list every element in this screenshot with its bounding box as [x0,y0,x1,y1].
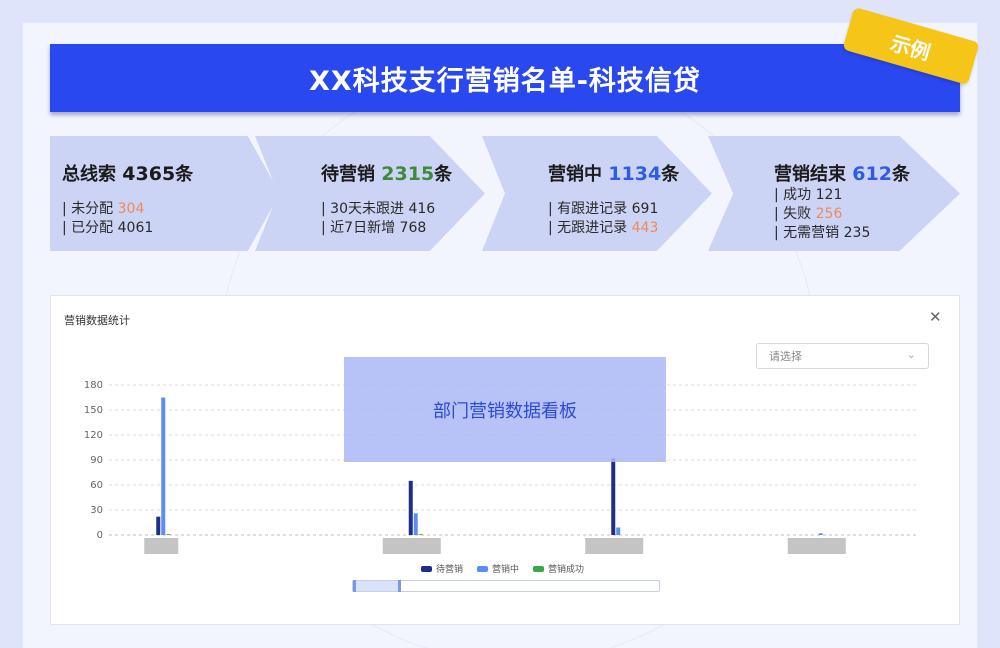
legend-swatch [421,565,432,572]
detail-line: | 已分配 4061 [62,220,154,236]
page-banner: XX科技支行营销名单-科技信贷 [50,44,960,112]
x-category-label [787,538,846,554]
detail-line: | 无跟进记录 443 [548,220,659,236]
dashboard-overlay: 部门营销数据看板 [344,357,666,462]
y-tick-label: 120 [84,430,103,441]
stage-title: 总线索 4365条 [62,163,194,185]
bar-0-2 [611,458,616,535]
stage-total-leads[interactable]: 总线索 4365条 | 未分配 304 | 已分配 4061 [50,136,280,251]
y-tick-label: 30 [90,505,103,516]
bar-0-0 [156,516,161,535]
bar-chart: 0 30 60 90 120 150 180 [84,380,919,554]
legend-item[interactable]: 营销成功 [533,562,584,575]
stage-details: | 未分配 304 | 已分配 4061 [62,200,153,238]
detail-line: | 未分配 304 [62,201,145,217]
slider-handle-right[interactable] [398,580,401,592]
bar-1-0 [161,397,166,535]
detail-line: | 失败 256 [774,206,843,222]
legend-item[interactable]: 待营销 [421,562,463,575]
stage-count: 1134 [608,163,662,185]
slider-range [353,581,401,591]
page-title: XX科技支行营销名单-科技信贷 [309,65,701,97]
chart-legend: 待营销 营销中 营销成功 [421,562,584,575]
y-tick-label: 60 [90,480,103,491]
stage-count: 612 [852,163,892,185]
overlay-label: 部门营销数据看板 [433,400,577,422]
stage-title: 待营销 2315条 [321,163,453,185]
legend-label: 营销中 [492,565,520,575]
legend-label: 营销成功 [548,565,585,575]
bar-2-0 [166,534,171,535]
stage-finished[interactable]: 营销结束 612条 | 成功 121 | 失败 256 | 无需营销 235 [708,136,960,251]
y-tick-label: 180 [84,380,103,391]
stage-details: | 成功 121 | 失败 256 | 无需营销 235 [774,186,870,243]
bar-1-1 [413,513,418,535]
y-tick-label: 0 [97,530,103,541]
stage-title: 营销结束 612条 [774,163,910,185]
stage-details: | 30天未跟进 416 | 近7日新增 768 [321,200,435,238]
bar-2-1 [418,534,423,535]
stage-pending[interactable]: 待营销 2315条 | 30天未跟进 416 | 近7日新增 768 [255,136,485,251]
data-zoom-slider[interactable] [352,580,660,592]
detail-line: | 30天未跟进 416 [321,201,436,217]
legend-label: 待营销 [436,565,464,575]
marketing-stats-panel: 营销数据统计 ✕ 请选择 ⌄ 0 30 60 90 120 150 180 部门营销数据看板… [50,295,960,625]
legend-swatch [477,565,489,572]
bar-0-1 [408,480,413,535]
stage-title: 营销中 1134条 [548,163,680,185]
stage-count: 4365 [122,163,176,185]
x-category-label [382,538,441,554]
x-category-label [585,538,644,554]
slider-handle-left[interactable] [353,580,356,592]
detail-line: | 成功 121 [774,187,843,203]
detail-line: | 无需营销 235 [774,225,871,241]
stage-count: 2315 [381,163,435,185]
y-tick-label: 90 [90,455,103,466]
chevron-down-icon: ⌄ [906,348,916,361]
legend-item[interactable]: 营销中 [477,562,519,575]
sample-badge-label: 示例 [888,30,934,65]
y-tick-label: 150 [84,405,103,416]
close-icon[interactable]: ✕ [929,308,942,326]
detail-line: | 近7日新增 768 [321,220,427,236]
select-placeholder: 请选择 [769,350,802,363]
x-category-label [144,538,179,554]
legend-swatch [533,565,545,572]
detail-line: | 有跟进记录 691 [548,201,659,217]
bar-1-2 [616,527,621,535]
department-select[interactable]: 请选择 ⌄ [756,343,929,369]
panel-title: 营销数据统计 [64,314,130,327]
stage-in-progress[interactable]: 营销中 1134条 | 有跟进记录 691 | 无跟进记录 443 [482,136,712,251]
bar-1-3 [818,533,823,535]
stage-details: | 有跟进记录 691 | 无跟进记录 443 [548,200,658,238]
